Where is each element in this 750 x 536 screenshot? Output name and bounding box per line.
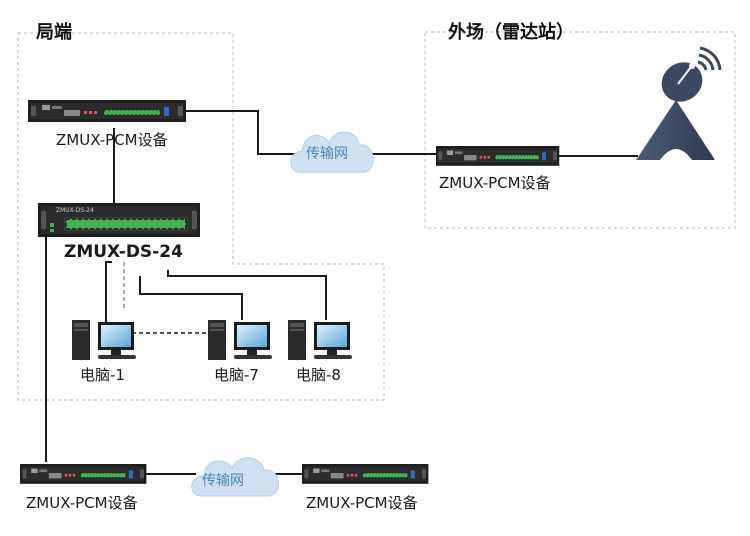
pcm-device-top xyxy=(27,99,187,123)
ds24-label: ZMUX-DS-24 xyxy=(64,242,183,262)
pcm-top-label: ZMUX-PCM设备 xyxy=(56,131,168,149)
local-zone-border xyxy=(17,32,385,401)
local-zone-title: 局端 xyxy=(36,22,72,43)
connection-lines xyxy=(45,110,638,475)
pcm-bottom-right-label: ZMUX-PCM设备 xyxy=(306,494,418,512)
computer-7-label: 电脑-7 xyxy=(214,366,259,384)
cloud-top-label: 传输网 xyxy=(306,146,348,162)
ds24-panel-label: ZMUX-DS-24 xyxy=(56,207,94,214)
computer-8-label: 电脑-8 xyxy=(296,366,341,384)
pcm-device-bottom-right xyxy=(301,463,429,485)
computer-1-label: 电脑-1 xyxy=(80,366,125,384)
radar-tower-icon xyxy=(636,46,722,160)
pcm-device-bottom-left xyxy=(19,463,147,485)
computer-1 xyxy=(72,320,136,360)
cloud-bottom-label: 传输网 xyxy=(202,473,244,489)
pcm-device-field xyxy=(435,145,560,167)
ds24-device xyxy=(38,203,200,237)
backup-lines xyxy=(123,262,208,334)
field-zone-title: 外场（雷达站） xyxy=(448,22,574,43)
computer-8 xyxy=(288,320,352,360)
pcm-field-label: ZMUX-PCM设备 xyxy=(439,174,551,192)
computer-7 xyxy=(208,320,272,360)
pcm-bottom-left-label: ZMUX-PCM设备 xyxy=(26,494,138,512)
field-zone-border xyxy=(424,31,736,229)
